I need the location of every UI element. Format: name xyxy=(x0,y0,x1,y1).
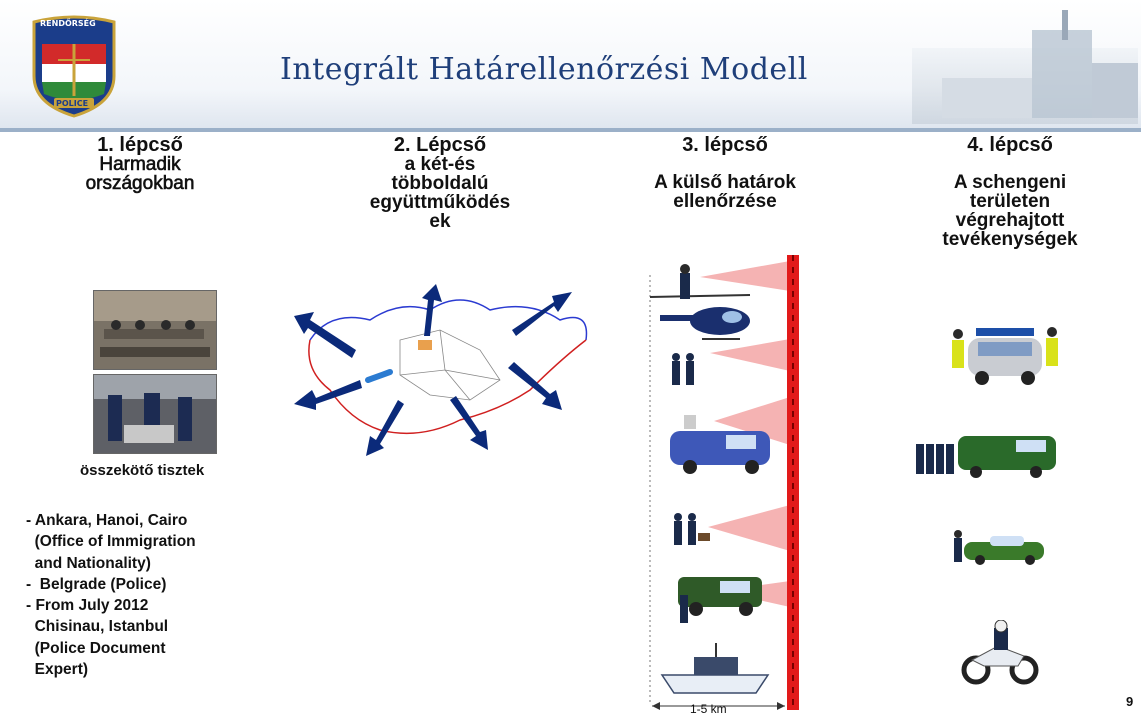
helicopter-icon xyxy=(649,264,751,340)
border-line xyxy=(787,255,799,710)
city-list-item: (Police Document xyxy=(26,639,166,657)
northern-border xyxy=(309,299,588,341)
liaison-officers-label: összekötő tisztek xyxy=(80,462,205,479)
step-2-body: a két-és többoldalú együttműködés ek xyxy=(369,154,511,232)
county-lines xyxy=(399,329,501,401)
arrow-northeast-icon xyxy=(512,292,572,336)
city-list-item: Expert) xyxy=(26,661,89,679)
green-police-car-icon xyxy=(954,530,1044,565)
city-list-item: and Nationality) xyxy=(26,554,151,572)
county-lines xyxy=(399,329,501,401)
page-number: 9 xyxy=(1126,694,1134,709)
crest-text-bottom: POLICE xyxy=(56,99,89,108)
step-2-heading-block: 2. Lépcső a két-és többoldalú együttműkö… xyxy=(340,134,540,232)
header-divider xyxy=(0,128,1141,132)
step-3-body: A külső határok ellenőrzése xyxy=(654,172,796,212)
step-3-title: 3. lépcső xyxy=(682,134,768,156)
classroom-photo xyxy=(93,290,217,370)
step-2-title: 2. Lépcső xyxy=(393,134,487,156)
step-4-body: A schengeni területen végrehajtott tevék… xyxy=(942,172,1078,250)
arrow-east-icon xyxy=(508,362,562,410)
police-car-with-officers-icon xyxy=(952,327,1058,385)
page-title: Integrált Határellenőrzési Modell xyxy=(280,52,808,87)
city-list-item: - From July 2012 xyxy=(26,597,149,615)
step-4-heading-block: 4. lépcső A schengeni területen végrehaj… xyxy=(905,134,1115,250)
police-crest-logo xyxy=(32,15,116,118)
distance-label: 1-5 km xyxy=(690,702,727,716)
officers-photo xyxy=(93,374,217,454)
budapest-marker xyxy=(418,340,432,350)
police-motorcycle-icon xyxy=(961,620,1039,685)
patrol-boat-icon xyxy=(660,643,770,694)
city-list: - Ankara, Hanoi, Cairo (Office of Immigr… xyxy=(26,510,196,680)
border-officers-icon xyxy=(672,353,694,385)
arrow-west-icon xyxy=(294,380,362,410)
step-4-title: 4. lépcső xyxy=(967,134,1053,156)
step-1-heading-block: 1. lépcső Harmadik országokban xyxy=(60,134,220,194)
city-list-item: - Ankara, Hanoi, Cairo xyxy=(26,512,188,529)
danube-segment xyxy=(365,369,393,383)
city-list-item: (Office of Immigration xyxy=(26,533,196,551)
step-1-body: Harmadik országokban xyxy=(85,154,195,194)
arrow-south-icon xyxy=(450,396,488,450)
step-1-title: 1. lépcső xyxy=(97,134,183,156)
arrow-northwest-icon xyxy=(294,312,356,358)
dog-handler-officers-icon xyxy=(674,513,710,545)
external-border-diagram xyxy=(649,255,799,710)
step-3-heading-block: 3. lépcső A külső határok ellenőrzése xyxy=(620,134,830,212)
building-image xyxy=(912,10,1138,124)
border-jeep-icon xyxy=(678,577,762,623)
arrow-southwest-icon xyxy=(366,400,404,456)
arrow-north-icon xyxy=(422,284,442,336)
green-van-with-officers-icon xyxy=(916,436,1056,478)
patrol-van-icon xyxy=(670,415,770,474)
cooperation-arrows xyxy=(294,284,572,456)
surveillance-beams xyxy=(700,261,790,607)
city-list-item: Chisinau, Istanbul xyxy=(26,618,169,636)
city-list-item: - Belgrade (Police) xyxy=(26,575,167,593)
crest-text-top: RENDŐRSÉG xyxy=(40,19,96,28)
hungary-map-diagram xyxy=(294,284,588,456)
